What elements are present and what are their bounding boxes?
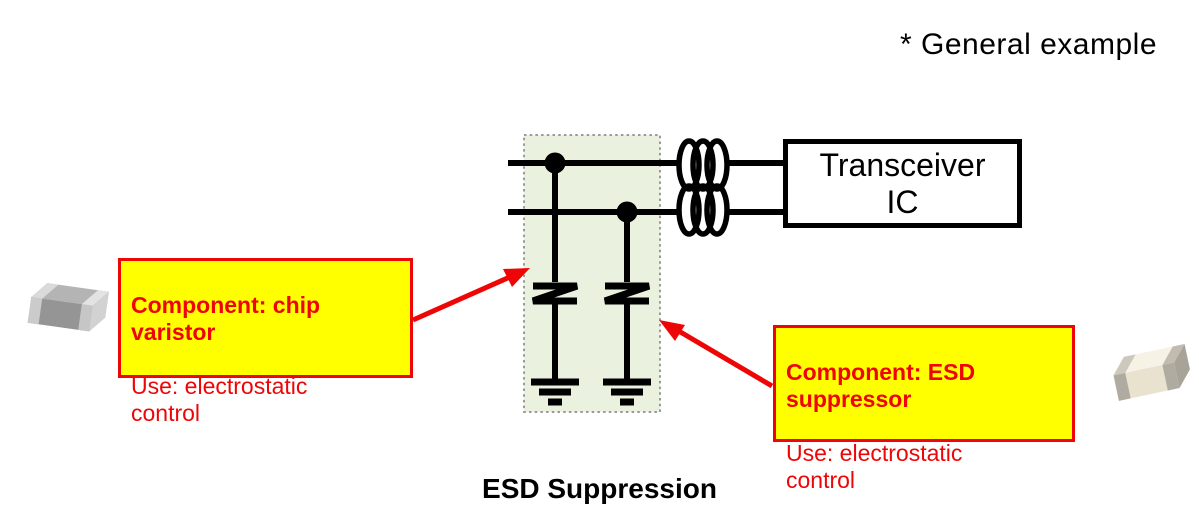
ic-label-line1: Transceiver: [819, 146, 986, 183]
callout-use-label: Use: electrostatic control: [786, 439, 963, 493]
left-callout-arrow: [411, 268, 530, 323]
callout-use-label: Use: electrostatic control: [131, 372, 308, 426]
ic-label-line2: IC: [886, 183, 919, 220]
esd-suppressor-photo: [1113, 343, 1190, 401]
callout-chip-varistor: Component: chip varistor Use: electrosta…: [118, 258, 413, 426]
callout-component-label: Component: ESD suppressor: [786, 358, 976, 412]
right-callout-arrow: [659, 320, 774, 389]
varistor-symbol-left: [531, 282, 579, 305]
branch-wires: [552, 163, 630, 381]
ground-symbol-right: [603, 378, 651, 406]
common-mode-choke: [676, 138, 730, 237]
callout-component-label: Component: chip varistor: [131, 291, 321, 345]
ground-symbol-left: [531, 378, 579, 406]
slide-note: * General example: [900, 28, 1157, 61]
callout-esd-suppressor: Component: ESD suppressor Use: electrost…: [773, 325, 1075, 493]
esd-highlight-region: [523, 134, 661, 413]
signal-wires: [508, 160, 783, 215]
chip-varistor-photo: [27, 283, 109, 332]
transceiver-ic-box: Transceiver IC: [783, 139, 1022, 228]
diagram-caption: ESD Suppression: [482, 473, 717, 504]
varistor-symbol-right: [603, 282, 651, 305]
